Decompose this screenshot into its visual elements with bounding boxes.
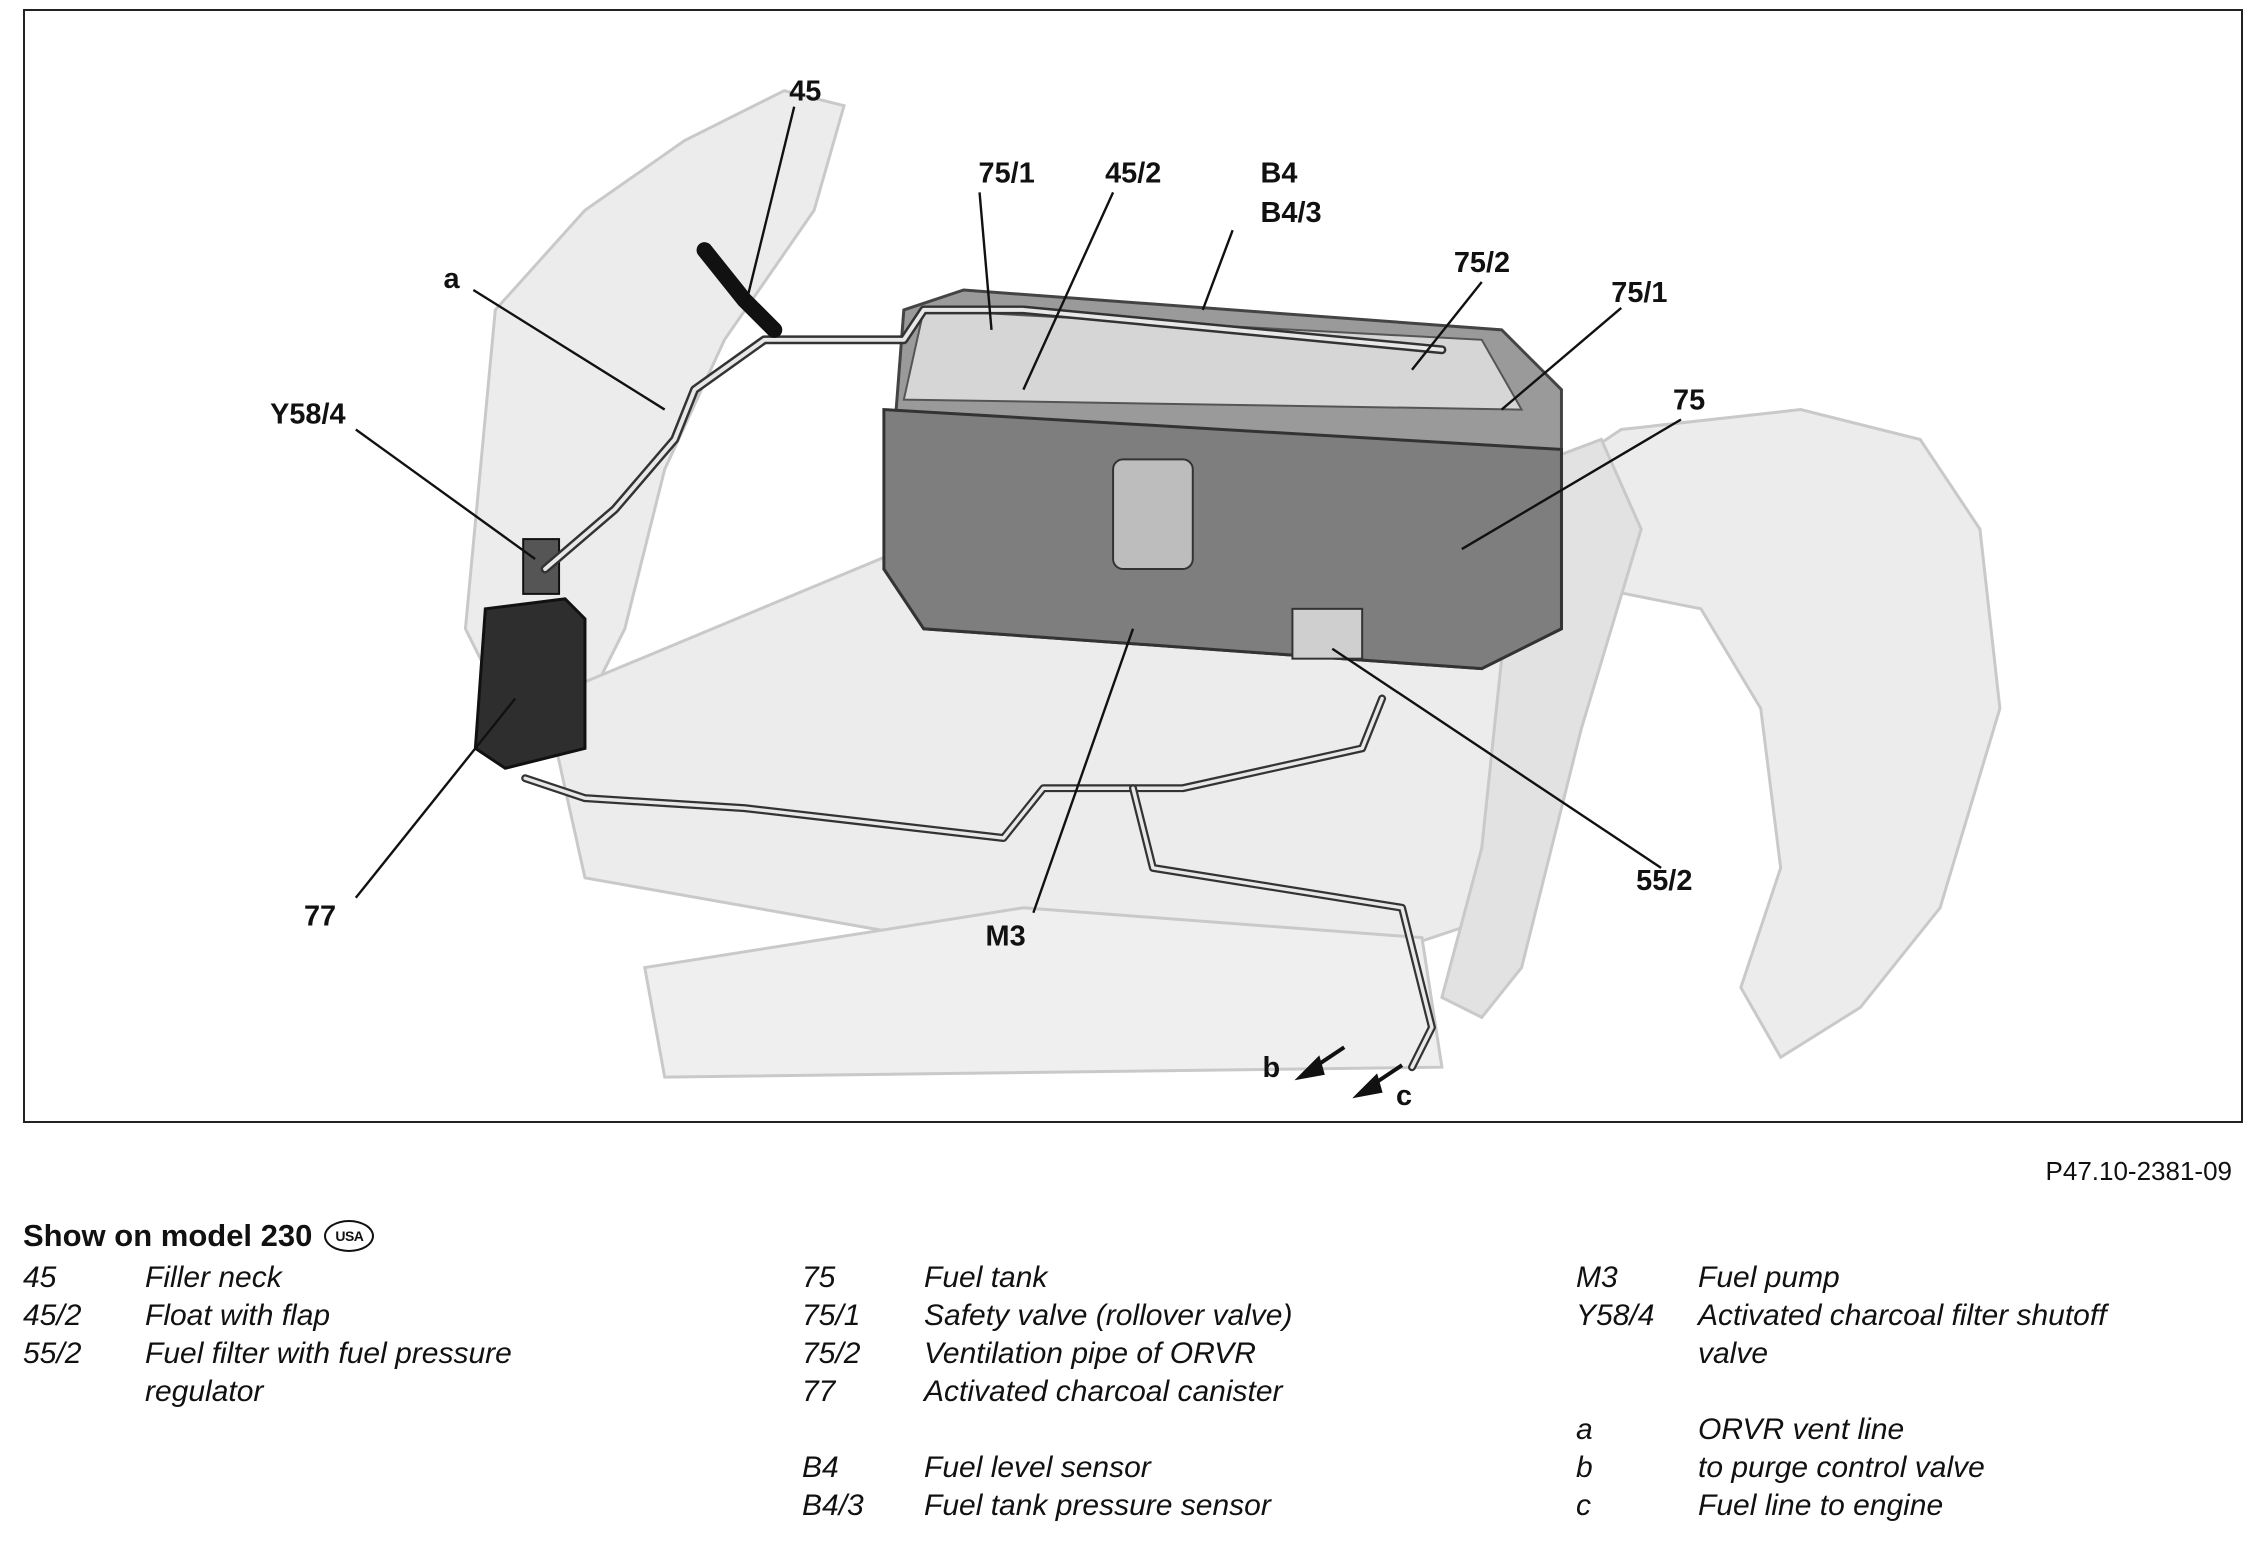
legend-key: Y58/4 xyxy=(1576,1299,1655,1332)
legend-desc: Filler neck xyxy=(145,1261,282,1294)
legend-spacer xyxy=(1576,1373,2198,1411)
legend-desc: Fuel line to engine xyxy=(1698,1489,1944,1522)
legend-key: B4 xyxy=(802,1451,839,1484)
legend-item: 75 Fuel tank xyxy=(802,1259,1424,1297)
callout-M3: M3 xyxy=(986,921,1026,953)
legend-desc: Activated charcoal filter shutoff valve xyxy=(1698,1299,2107,1370)
callout-75-1-right: 75/1 xyxy=(1611,277,1667,309)
legend-item: B4 Fuel level sensor xyxy=(802,1449,1424,1487)
legend-desc: Ventilation pipe of ORVR xyxy=(924,1337,1256,1370)
leader-lines xyxy=(354,106,1682,914)
legend-key: 45/2 xyxy=(23,1299,82,1332)
callout-B4-3: B4/3 xyxy=(1261,197,1322,229)
legend-desc: Fuel tank pressure sensor xyxy=(924,1489,1271,1522)
callout-b: b xyxy=(1263,1052,1281,1084)
legend-item: 75/1 Safety valve (rollover valve) xyxy=(802,1297,1424,1335)
figure-reference-code: P47.10-2381-09 xyxy=(2045,1156,2232,1186)
legend-title: Show on model 230 USA xyxy=(23,1218,375,1254)
callout-55-2: 55/2 xyxy=(1636,865,1692,897)
legend-desc: Fuel tank xyxy=(924,1261,1048,1294)
legend-key: 75/2 xyxy=(802,1337,861,1370)
legend-spacer xyxy=(802,1411,1424,1449)
legend-key: 75/1 xyxy=(802,1299,861,1332)
legend-key: 75 xyxy=(802,1261,836,1294)
callout-75-1-top: 75/1 xyxy=(979,157,1035,189)
legend-item: M3 Fuel pump xyxy=(1576,1259,2198,1297)
legend-item: 55/2 Fuel filter with fuel pressure regu… xyxy=(23,1335,645,1411)
legend-desc: Activated charcoal canister xyxy=(924,1375,1283,1408)
legend-key: 45 xyxy=(23,1261,57,1294)
legend-item: a ORVR vent line xyxy=(1576,1411,2198,1449)
legend-item: 75/2 Ventilation pipe of ORVR xyxy=(802,1335,1424,1373)
legend-item: 45 Filler neck xyxy=(23,1259,645,1297)
legend-column-1: 45 Filler neck 45/2 Float with flap 55/2… xyxy=(23,1259,645,1411)
callout-45-2: 45/2 xyxy=(1105,157,1161,189)
legend-item: 45/2 Float with flap xyxy=(23,1297,645,1335)
callout-labels: 45 75/1 45/2 B4 B4/3 75/2 75/1 75 a Y58/… xyxy=(270,76,1705,1112)
legend-desc: ORVR vent line xyxy=(1698,1413,1905,1446)
legend-key: c xyxy=(1576,1489,1591,1522)
legend-item: b to purge control valve xyxy=(1576,1449,2198,1487)
callout-75: 75 xyxy=(1673,385,1705,417)
legend-desc: Safety valve (rollover valve) xyxy=(924,1299,1293,1332)
legend-desc: Fuel filter with fuel pressure regulator xyxy=(145,1337,512,1408)
fuel-tank-illustration xyxy=(882,288,1563,671)
legend-key: a xyxy=(1576,1413,1593,1446)
charcoal-canister-illustration xyxy=(473,538,587,770)
legend-key: 77 xyxy=(802,1375,836,1408)
legend-key: M3 xyxy=(1576,1261,1618,1294)
diagram-frame: 45 75/1 45/2 B4 B4/3 75/2 75/1 75 a Y58/… xyxy=(23,9,2243,1123)
legend-item: Y58/4 Activated charcoal filter shutoff … xyxy=(1576,1297,2198,1373)
legend-desc: Fuel pump xyxy=(1698,1261,1840,1294)
legend-desc: Float with flap xyxy=(145,1299,331,1332)
callout-45: 45 xyxy=(789,76,821,108)
legend-item: 77 Activated charcoal canister xyxy=(802,1373,1424,1411)
legend-desc: Fuel level sensor xyxy=(924,1451,1151,1484)
legend-column-2: 75 Fuel tank 75/1 Safety valve (rollover… xyxy=(802,1259,1424,1525)
callout-75-2: 75/2 xyxy=(1454,247,1510,279)
legend-key: 55/2 xyxy=(23,1337,82,1370)
legend-item: c Fuel line to engine xyxy=(1576,1487,2198,1525)
legend-item: B4/3 Fuel tank pressure sensor xyxy=(802,1487,1424,1525)
usa-badge-icon: USA xyxy=(324,1220,375,1252)
fuel-system-diagram: 45 75/1 45/2 B4 B4/3 75/2 75/1 75 a Y58/… xyxy=(270,76,2002,1112)
callout-a: a xyxy=(443,263,460,295)
callout-B4: B4 xyxy=(1261,157,1298,189)
callout-Y58-4: Y58/4 xyxy=(270,399,345,431)
legend-desc: to purge control valve xyxy=(1698,1451,1985,1484)
legend-title-text: Show on model 230 xyxy=(23,1218,313,1253)
callout-77: 77 xyxy=(304,901,336,933)
legend-key: b xyxy=(1576,1451,1593,1484)
legend-key: B4/3 xyxy=(802,1489,864,1522)
callout-c: c xyxy=(1396,1080,1412,1112)
flow-arrows xyxy=(1294,1045,1404,1099)
legend-column-3: M3 Fuel pump Y58/4 Activated charcoal fi… xyxy=(1576,1259,2198,1525)
